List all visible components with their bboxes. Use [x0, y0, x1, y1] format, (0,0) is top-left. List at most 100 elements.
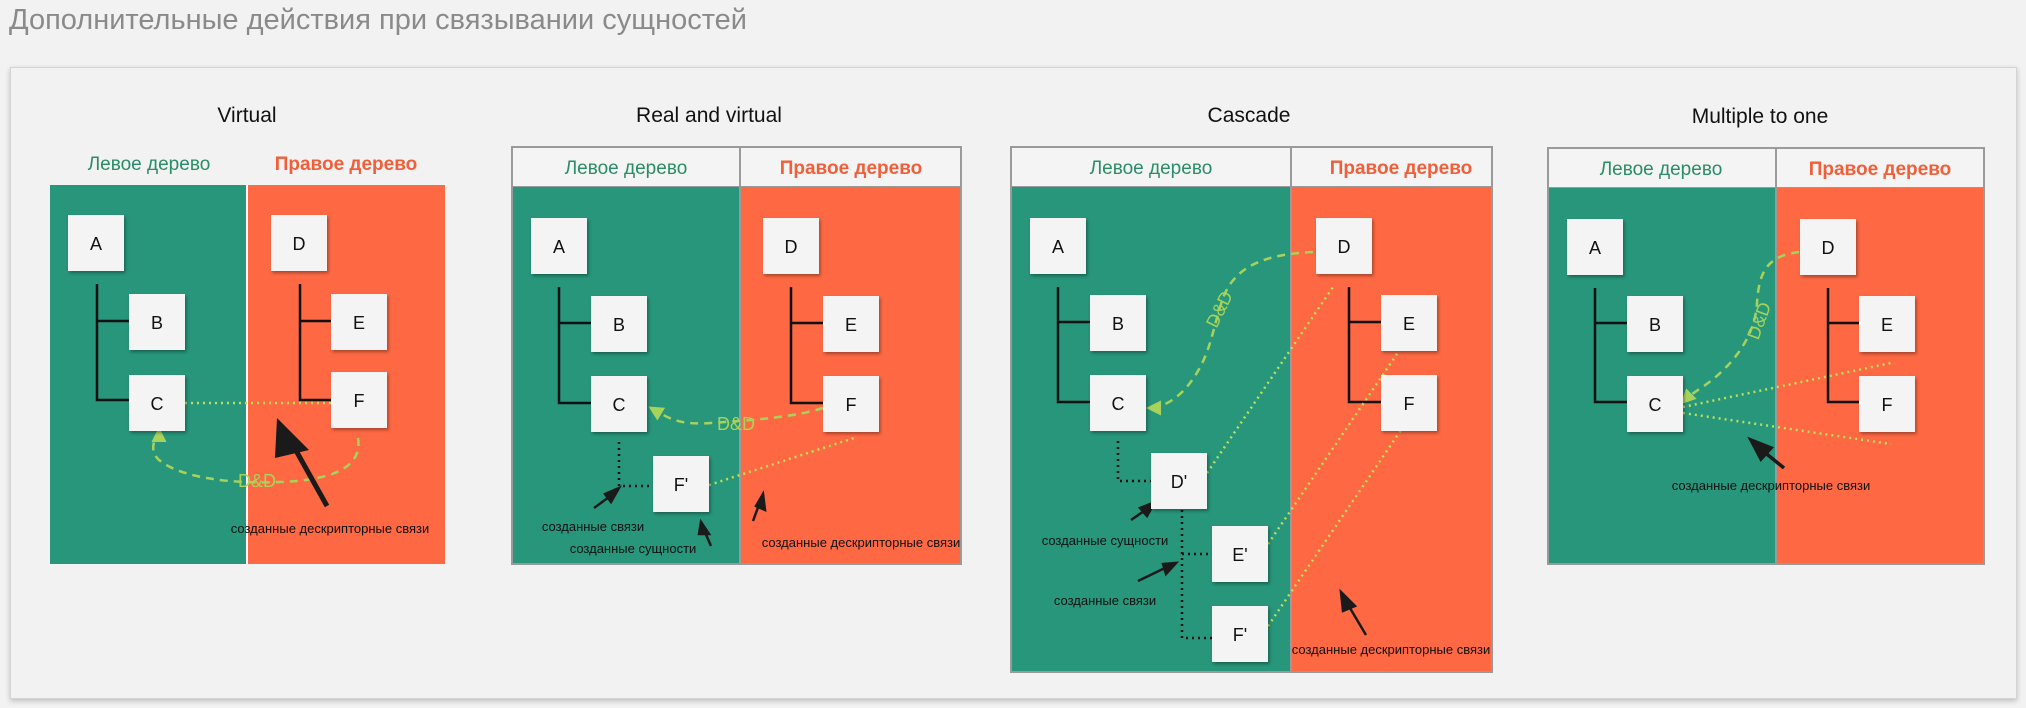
right-tree-connectors	[1826, 288, 1859, 404]
node-c[interactable]: C	[591, 376, 647, 432]
left-tree-connectors	[1593, 288, 1627, 404]
panel-title: Real and virtual	[636, 104, 782, 127]
panel-multiple-to-one: Multiple to one Левое дерево Правое дере…	[1547, 105, 1985, 565]
node-b[interactable]: B	[1627, 296, 1683, 352]
svg-text:A: A	[1052, 237, 1064, 257]
node-e[interactable]: E	[823, 296, 879, 352]
left-tree-label: Левое дерево	[1090, 158, 1213, 179]
svg-text:D: D	[293, 234, 306, 254]
svg-text:E: E	[845, 315, 857, 335]
node-f[interactable]: F	[823, 376, 879, 432]
svg-text:D: D	[1338, 237, 1351, 257]
diagram-canvas: Virtual Левое дерево Правое дерево D&D A…	[50, 104, 1985, 673]
dnd-arrow	[1680, 250, 1800, 405]
dnd-label: D&D	[238, 471, 276, 491]
svg-text:B: B	[1112, 314, 1124, 334]
node-b[interactable]: B	[1090, 295, 1146, 351]
node-c[interactable]: C	[1090, 375, 1146, 431]
node-e[interactable]: E	[1381, 295, 1437, 351]
node-c[interactable]: C	[1627, 376, 1683, 432]
right-tree-label: Правое дерево	[275, 154, 418, 175]
node-b[interactable]: B	[591, 296, 647, 352]
right-tree-label: Правое дерево	[780, 158, 923, 179]
panel-real-and-virtual: Real and virtual Левое дерево Правое дер…	[511, 104, 962, 565]
caption-descriptor-links: созданные дескрипторные связи	[762, 535, 960, 550]
svg-text:F: F	[1404, 394, 1415, 414]
svg-text:A: A	[1589, 238, 1601, 258]
created-link	[617, 442, 653, 488]
node-c[interactable]: C	[129, 375, 185, 431]
svg-text:F': F'	[674, 475, 688, 495]
node-d[interactable]: D	[1800, 219, 1856, 275]
left-tree-label: Левое дерево	[565, 158, 688, 179]
svg-text:F: F	[846, 395, 857, 415]
node-b[interactable]: B	[129, 294, 185, 350]
node-a[interactable]: A	[531, 218, 587, 274]
caption-descriptor-links: созданные дескрипторные связи	[231, 521, 429, 536]
node-f-copy[interactable]: F'	[1212, 606, 1268, 662]
svg-text:C: C	[1649, 395, 1662, 415]
caption-created-links: созданные связи	[542, 519, 644, 534]
panel-cascade: Cascade Левое дерево Правое дерево	[1010, 104, 1493, 673]
svg-text:F': F'	[1233, 625, 1247, 645]
left-tree-connectors	[557, 287, 591, 405]
svg-text:E: E	[1403, 314, 1415, 334]
node-f[interactable]: F	[1859, 376, 1915, 432]
node-e[interactable]: E	[331, 294, 387, 350]
panel-virtual: Virtual Левое дерево Правое дерево D&D A…	[50, 104, 445, 564]
dnd-label: D&D	[717, 414, 755, 434]
node-a[interactable]: A	[1030, 218, 1086, 274]
right-tree-label: Правое дерево	[1809, 159, 1952, 180]
caption-descriptor-links: созданные дескрипторные связи	[1672, 478, 1870, 493]
dnd-arrow	[648, 406, 824, 425]
node-d-copy[interactable]: D'	[1151, 453, 1207, 509]
node-a[interactable]: A	[1567, 219, 1623, 275]
left-tree-connectors	[1056, 287, 1090, 404]
node-f[interactable]: F	[1381, 375, 1437, 431]
board-frame: Virtual Левое дерево Правое дерево D&D A…	[10, 67, 2017, 699]
node-d[interactable]: D	[271, 215, 327, 271]
svg-text:A: A	[553, 237, 565, 257]
descriptor-links	[1205, 286, 1403, 627]
page-title: Дополнительные действия при связывании с…	[9, 4, 747, 36]
svg-text:B: B	[613, 315, 625, 335]
node-e-copy[interactable]: E'	[1212, 526, 1268, 582]
right-tree-connectors	[298, 284, 331, 402]
panel-title: Cascade	[1208, 104, 1291, 127]
caption-pointer	[1747, 436, 1786, 470]
dnd-arrow	[1146, 250, 1314, 416]
descriptor-links	[1682, 361, 1892, 446]
right-tree-connectors	[789, 287, 823, 405]
svg-text:B: B	[1649, 315, 1661, 335]
caption-created-entities: созданные сущности	[1042, 533, 1169, 548]
node-d[interactable]: D	[763, 218, 819, 274]
caption-descriptor-links: созданные дескрипторные связи	[1292, 642, 1490, 657]
caption-created-links: созданные связи	[1054, 593, 1156, 608]
svg-text:B: B	[151, 313, 163, 333]
left-tree-label: Левое дерево	[88, 154, 211, 175]
right-tree-label: Правое дерево	[1330, 158, 1473, 179]
node-a[interactable]: A	[68, 215, 124, 271]
svg-text:F: F	[354, 391, 365, 411]
svg-text:F: F	[1882, 395, 1893, 415]
descriptor-link	[708, 436, 855, 487]
svg-text:E: E	[353, 313, 365, 333]
panel-title: Virtual	[217, 104, 276, 127]
svg-text:E': E'	[1232, 545, 1247, 565]
node-d[interactable]: D	[1316, 218, 1372, 274]
svg-text:C: C	[613, 395, 626, 415]
right-tree-connectors	[1347, 287, 1381, 404]
svg-text:C: C	[151, 394, 164, 414]
created-links	[1116, 441, 1212, 640]
svg-text:D': D'	[1171, 472, 1187, 492]
svg-text:E: E	[1881, 315, 1893, 335]
caption-created-entities: созданные сущности	[570, 541, 697, 556]
node-e[interactable]: E	[1859, 296, 1915, 352]
left-tree-label: Левое дерево	[1600, 159, 1723, 180]
svg-text:D: D	[1822, 238, 1835, 258]
svg-text:C: C	[1112, 394, 1125, 414]
node-f[interactable]: F	[331, 372, 387, 428]
caption-pointers	[593, 485, 767, 547]
panel-title: Multiple to one	[1692, 105, 1829, 128]
node-f-copy[interactable]: F'	[653, 456, 709, 512]
